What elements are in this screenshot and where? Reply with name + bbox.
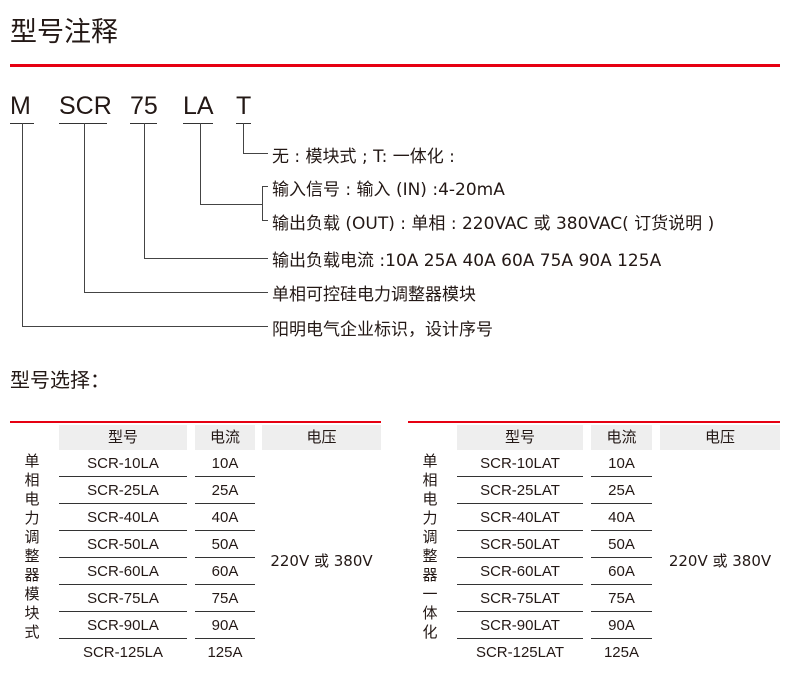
side-label-char: 整 [24, 547, 40, 565]
header-current: 电流 [195, 425, 255, 450]
current-cell: 25A [195, 477, 255, 504]
current-cell: 60A [195, 558, 255, 585]
model-cell: SCR-10LA [59, 450, 187, 477]
current-cell: 25A [591, 477, 652, 504]
connector-vertical [144, 123, 145, 258]
current-cell: 125A [207, 644, 243, 661]
model-cell: SCR-40LAT [457, 504, 583, 531]
connector-horizontal [22, 326, 268, 327]
side-label-char: 模 [24, 585, 40, 603]
table-top-border [408, 421, 780, 423]
code-underline [183, 123, 213, 124]
side-label-char: 器 [422, 566, 438, 584]
connector-bracket [262, 186, 263, 220]
current-cell: 90A [591, 612, 652, 639]
side-label-char: 力 [422, 509, 438, 527]
current-cell: 50A [195, 531, 255, 558]
model-cell: SCR-50LA [59, 531, 187, 558]
current-cell: 40A [195, 504, 255, 531]
table-side-label: 单相电力调整器模块式 [22, 452, 42, 642]
connector-vertical [84, 123, 85, 292]
side-label-char: 器 [24, 566, 40, 584]
desc-output: 输出负载 (OUT) : 单相 : 220VAC 或 380VAC( 订货说明 … [272, 214, 715, 234]
current-cell: 10A [195, 450, 255, 477]
connector-horizontal [84, 292, 268, 293]
voltage-cell: 220V 或 380V [270, 552, 373, 570]
code-scr: SCR [59, 92, 112, 120]
connector-horizontal [144, 258, 268, 259]
model-cell: SCR-75LAT [457, 585, 583, 612]
side-label-char: 式 [24, 623, 40, 641]
side-label-char: 调 [422, 528, 438, 546]
connector-horizontal [200, 204, 262, 205]
model-cell: SCR-50LAT [457, 531, 583, 558]
model-cell: SCR-125LA [82, 644, 164, 661]
page-title: 型号注释 [10, 17, 118, 48]
current-cell: 125A [603, 644, 640, 661]
code-t: T [236, 92, 252, 120]
connector-vertical [200, 123, 201, 204]
side-label-char: 相 [422, 471, 438, 489]
side-label-char: 电 [24, 490, 40, 508]
model-cell: SCR-60LA [59, 558, 187, 585]
code-la: LA [183, 92, 214, 120]
desc-brand: 阳明电气企业标识，设计序号 [272, 320, 493, 340]
side-label-char: 调 [24, 528, 40, 546]
current-cell: 90A [195, 612, 255, 639]
header-model: 型号 [59, 425, 187, 450]
connector-vertical [22, 123, 23, 326]
side-label-char: 化 [422, 623, 438, 641]
side-label-char: 电 [422, 490, 438, 508]
model-cell: SCR-60LAT [457, 558, 583, 585]
table-side-label: 单相电力调整器一体化 [420, 452, 440, 642]
side-label-char: 相 [24, 471, 40, 489]
voltage-cell: 220V 或 380V [668, 552, 772, 570]
title-divider [10, 64, 780, 67]
connector-horizontal [262, 220, 268, 221]
header-voltage: 电压 [660, 425, 780, 450]
side-label-char: 力 [24, 509, 40, 527]
connector-horizontal [262, 186, 268, 187]
model-cell: SCR-25LAT [457, 477, 583, 504]
current-cell: 75A [591, 585, 652, 612]
table-top-border [10, 421, 381, 423]
code-m: M [10, 92, 31, 120]
current-cell: 10A [591, 450, 652, 477]
side-label-char: 体 [422, 604, 438, 622]
side-label-char: 单 [24, 452, 40, 470]
model-cell: SCR-125LAT [475, 644, 565, 661]
model-cell: SCR-25LA [59, 477, 187, 504]
side-label-char: 单 [422, 452, 438, 470]
side-label-char: 块 [24, 604, 40, 622]
code-underline [59, 123, 107, 124]
header-current: 电流 [591, 425, 652, 450]
side-label-char: 一 [422, 585, 438, 603]
model-cell: SCR-10LAT [457, 450, 583, 477]
current-cell: 75A [195, 585, 255, 612]
desc-t: 无 : 模块式 ; T: 一体化 : [272, 147, 455, 167]
model-cell: SCR-75LA [59, 585, 187, 612]
model-cell: SCR-40LA [59, 504, 187, 531]
current-cell: 40A [591, 504, 652, 531]
current-cell: 60A [591, 558, 652, 585]
header-model: 型号 [457, 425, 583, 450]
code-underline [130, 123, 157, 124]
desc-current: 输出负载电流 :10A 25A 40A 60A 75A 90A 125A [272, 251, 662, 271]
header-voltage: 电压 [262, 425, 381, 450]
model-cell: SCR-90LA [59, 612, 187, 639]
selection-title: 型号选择： [10, 368, 110, 392]
connector-horizontal [243, 153, 268, 154]
desc-product: 单相可控硅电力调整器模块 [272, 285, 476, 305]
connector-vertical [243, 123, 244, 153]
side-label-char: 整 [422, 547, 438, 565]
desc-input: 输入信号 : 输入 (IN) :4-20mA [272, 180, 505, 200]
model-cell: SCR-90LAT [457, 612, 583, 639]
code-75: 75 [130, 92, 158, 120]
current-cell: 50A [591, 531, 652, 558]
